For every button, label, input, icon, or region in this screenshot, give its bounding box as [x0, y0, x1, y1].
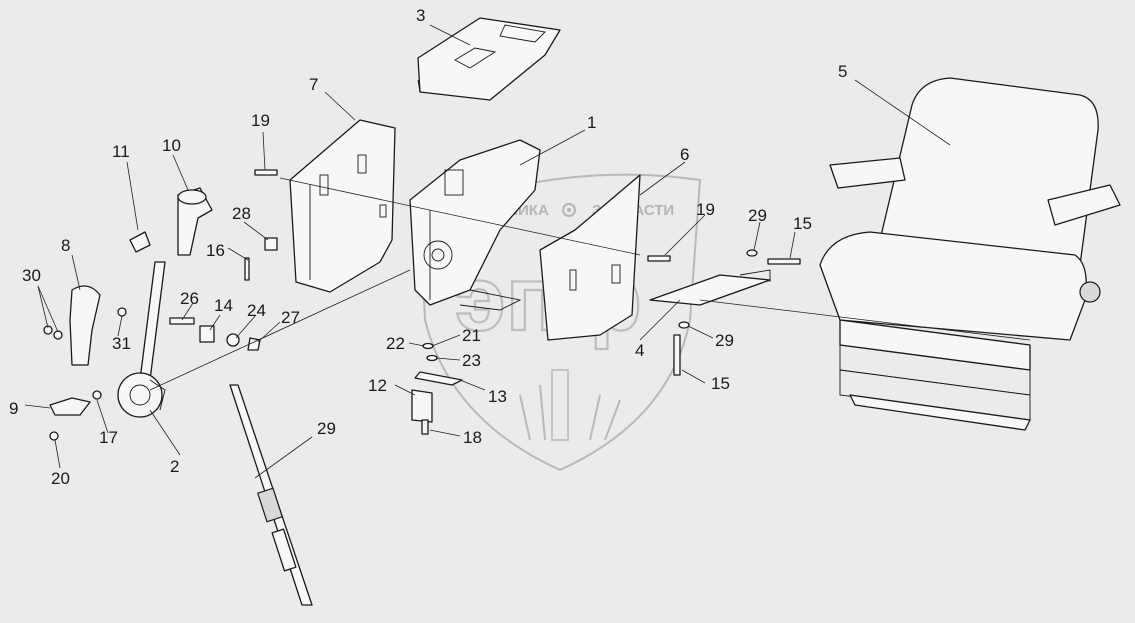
callout-24: 24	[247, 301, 266, 320]
callout-1: 1	[587, 113, 596, 132]
side-panel-part-7	[289, 119, 396, 293]
side-panel-part-6	[539, 174, 641, 341]
bracket-plate-part-4	[649, 269, 771, 306]
callout-3: 3	[416, 6, 425, 25]
gear-icon	[562, 203, 576, 217]
callout-19-left: 19	[251, 111, 270, 130]
callout-26: 26	[180, 289, 199, 308]
callout-20: 20	[51, 469, 70, 488]
callout-10: 10	[162, 136, 181, 155]
cable-part-29	[229, 384, 313, 606]
operator-seat-part-5	[819, 77, 1121, 431]
callout-13: 13	[488, 387, 507, 406]
callout-labels: 1 2 3 4 5 6 7 8 9 10 11 12 13 14 15 15 1…	[9, 6, 847, 488]
callout-5: 5	[838, 62, 847, 81]
callout-11: 11	[112, 142, 130, 161]
lever-handle-part-10	[177, 187, 213, 256]
callout-21: 21	[462, 326, 481, 345]
callout-19-right: 19	[696, 200, 715, 219]
shift-rod-part-2	[117, 261, 166, 418]
callout-23: 23	[462, 351, 481, 370]
callout-27: 27	[281, 308, 300, 327]
callout-12: 12	[368, 376, 387, 395]
leader-lines	[24, 24, 1031, 479]
callout-8: 8	[61, 236, 70, 255]
knob-part-11	[129, 231, 151, 253]
cover-panel-part-3	[417, 17, 561, 101]
callout-29-mid: 29	[715, 331, 734, 350]
callout-29-upper: 29	[748, 206, 767, 225]
watermark-wheat-emblem	[519, 369, 621, 441]
callout-30: 30	[22, 266, 41, 285]
callout-18: 18	[463, 428, 482, 447]
grip-part-8	[69, 285, 101, 366]
callout-31: 31	[112, 334, 131, 353]
console-housing-part-1	[409, 139, 541, 311]
callout-2: 2	[170, 457, 179, 476]
callout-4: 4	[635, 341, 644, 360]
callout-28: 28	[232, 204, 251, 223]
callout-22: 22	[386, 334, 405, 353]
callout-29-cable: 29	[317, 419, 336, 438]
callout-9: 9	[9, 399, 18, 418]
callout-6: 6	[680, 145, 689, 164]
small-hardware	[43, 169, 801, 441]
callout-7: 7	[309, 75, 318, 94]
callout-15-upper: 15	[793, 214, 812, 233]
callout-15-lower: 15	[711, 374, 730, 393]
callout-14: 14	[214, 296, 233, 315]
callout-16: 16	[206, 241, 225, 260]
handle-part-9	[49, 397, 91, 416]
callout-17: 17	[99, 428, 118, 447]
